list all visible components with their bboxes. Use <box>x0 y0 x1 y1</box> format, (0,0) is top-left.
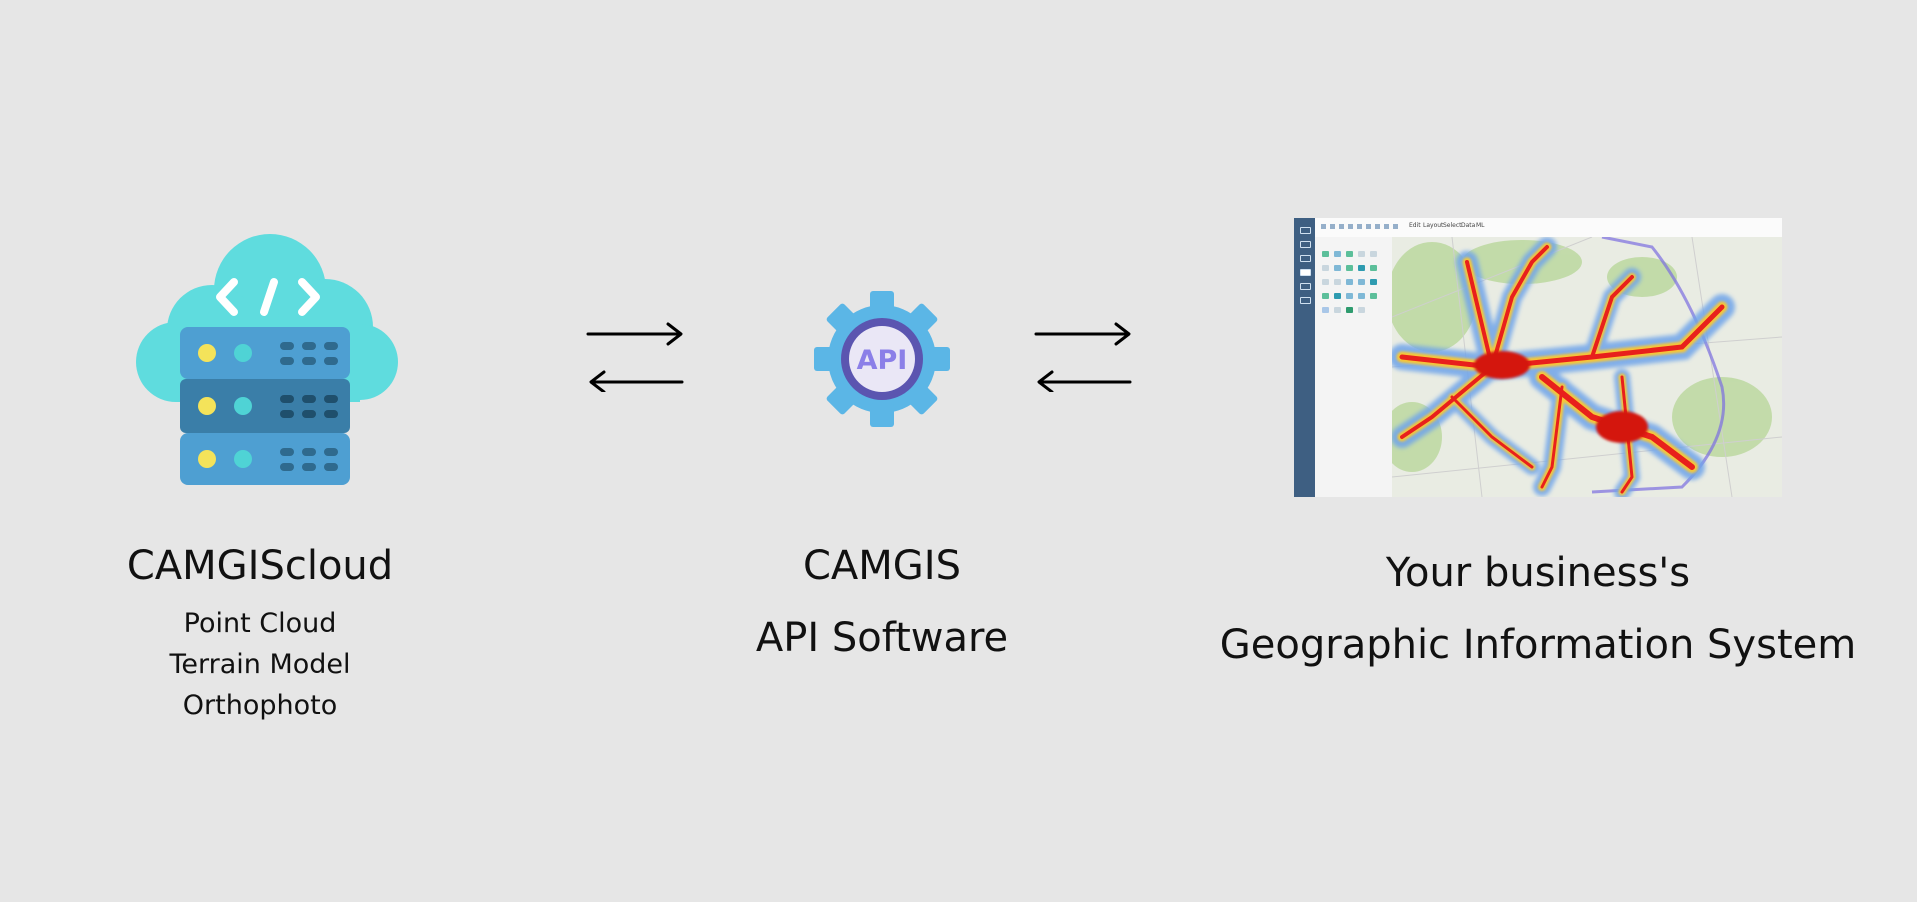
gis-menu-data: Data <box>1461 222 1476 229</box>
gear-text: API <box>857 345 908 376</box>
gis-title-line1: Your business's <box>1385 550 1691 596</box>
cloud-item-point-cloud: Point Cloud <box>183 608 337 639</box>
gis-heatmap <box>1392 237 1782 497</box>
cloud-item-terrain-model: Terrain Model <box>169 649 351 680</box>
gis-tool-panel <box>1315 237 1393 497</box>
api-gear-icon: API <box>812 289 952 429</box>
gis-toolbar: Edit Layout Select Data ML <box>1315 218 1782 238</box>
gis-menu-select: Select <box>1443 222 1462 229</box>
api-subtitle: API Software <box>755 615 1009 661</box>
gis-sidebar <box>1294 218 1315 497</box>
gis-menu-edit: Edit <box>1409 222 1421 229</box>
gis-menu-layout: Layout <box>1423 222 1444 229</box>
bidirectional-arrows-icon <box>586 320 686 392</box>
gis-heatmap-screenshot: Edit Layout Select Data ML <box>1294 218 1782 497</box>
gis-title-line2: Geographic Information System <box>1219 622 1857 668</box>
gis-menu-ml: ML <box>1476 222 1485 229</box>
cloud-title: CAMGIScloud <box>126 543 394 589</box>
cloud-item-orthophoto: Orthophoto <box>182 690 338 721</box>
cloud-server-icon <box>130 222 400 492</box>
cloud-item-list: Point Cloud Terrain Model Orthophoto <box>110 603 410 726</box>
api-title: CAMGIS <box>803 543 961 589</box>
bidirectional-arrows-icon <box>1034 320 1134 392</box>
